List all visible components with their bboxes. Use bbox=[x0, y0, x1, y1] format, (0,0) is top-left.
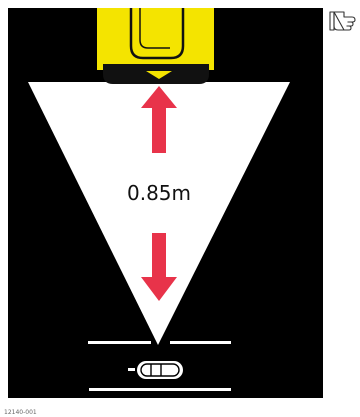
distance-label: 0.85m bbox=[127, 181, 191, 205]
target-line-right bbox=[170, 341, 231, 344]
pointing-hand-icon bbox=[329, 11, 356, 31]
figure-code: 12140-001 bbox=[4, 409, 37, 416]
target-object-icon bbox=[128, 361, 183, 379]
arrow-down-icon bbox=[141, 233, 177, 301]
surface-line bbox=[89, 388, 231, 391]
laser-emitter-marker bbox=[146, 71, 172, 79]
target-line-left bbox=[88, 341, 151, 344]
laser-beam bbox=[28, 82, 290, 345]
arrow-up-icon bbox=[141, 86, 177, 153]
laser-measure-device bbox=[97, 8, 214, 84]
